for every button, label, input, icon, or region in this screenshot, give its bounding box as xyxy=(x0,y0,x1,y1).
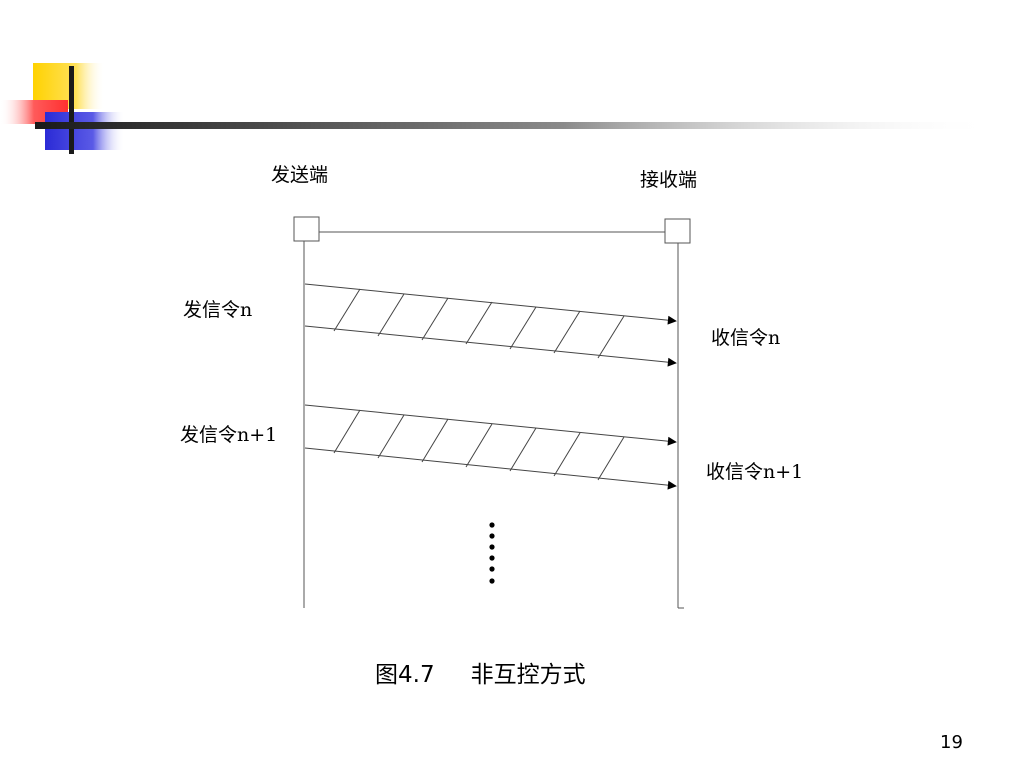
decoration-vertical-bar xyxy=(69,66,74,154)
sender-node xyxy=(293,216,320,242)
message-band-2 xyxy=(304,404,677,490)
decoration-blue-square xyxy=(45,112,125,150)
receiver-label: 接收端 xyxy=(640,169,698,191)
receive-signal-n-label: 收信令n xyxy=(711,327,781,349)
message-1-hatching xyxy=(333,288,625,359)
receive-signal-n-plus-1-label: 收信令n+1 xyxy=(706,461,804,483)
figure-caption: 图4.7 非互控方式 xyxy=(375,661,586,689)
message-1-end-arrow xyxy=(304,325,677,367)
title-decoration xyxy=(0,63,995,154)
sender-label: 发送端 xyxy=(271,164,329,186)
message-2-end-arrow xyxy=(304,447,677,490)
page-number: 19 xyxy=(940,732,963,753)
message-band-1 xyxy=(304,283,677,367)
sequence-frame xyxy=(293,216,691,609)
send-signal-n-label: 发信令n xyxy=(183,299,253,321)
receiver-node xyxy=(664,218,691,244)
figure-title: 非互控方式 xyxy=(470,662,586,688)
send-signal-n-plus-1-label: 发信令n+1 xyxy=(180,424,278,446)
message-2-hatching xyxy=(333,409,625,481)
figure-number: 图4.7 xyxy=(375,662,435,688)
message-2-start-arrow xyxy=(304,404,677,446)
message-1-start-arrow xyxy=(304,283,677,325)
decoration-horizontal-bar xyxy=(35,122,995,129)
continuation-dots xyxy=(489,522,495,584)
